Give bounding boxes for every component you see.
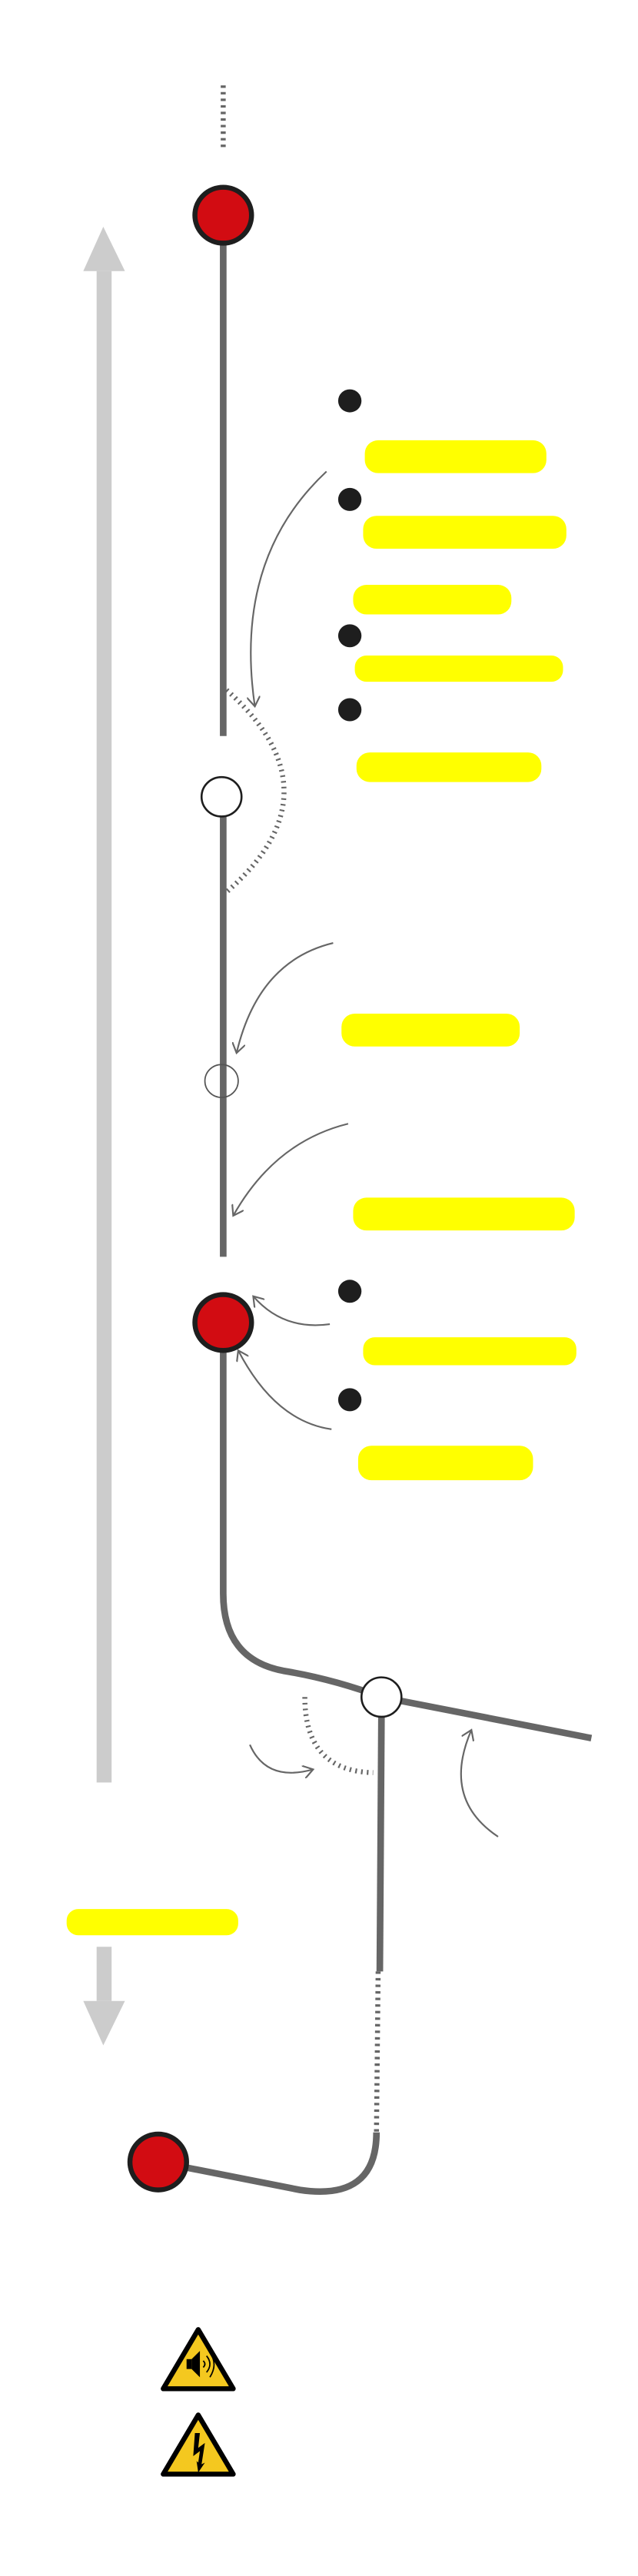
redacted-label [354,655,563,682]
arrow [233,1123,349,1216]
redacted-label [66,1909,238,1936]
redacted-label [353,585,512,615]
redacted-label [363,516,567,549]
redacted-label [364,440,547,473]
station-red [192,184,254,246]
track-segment [220,1350,383,1701]
track-dashed [374,1971,381,2133]
bullet [337,487,362,511]
track-segment [158,2132,380,2196]
station-hollow-small [204,1064,239,1098]
station-hollow [200,775,243,818]
bullet [337,698,362,722]
junction-hollow [360,1676,403,1718]
dashed-arc [224,688,287,895]
bullet [337,1280,362,1303]
station-red [127,2131,189,2193]
bullet [337,1388,362,1412]
arrow [460,1730,499,1837]
arrow [238,1350,332,1430]
warning-electricity-icon [161,2412,236,2477]
arrow [249,1744,313,1772]
direction-arrow [83,227,125,2046]
track-segment [376,1716,385,1972]
warning-noise-icon [161,2327,236,2392]
redacted-label [357,1446,533,1481]
bullet [337,389,362,413]
station-red [192,1292,254,1353]
dashed-arc [302,1697,374,1775]
arrow [253,1296,331,1326]
track-branch [380,1694,593,1741]
redacted-label [356,752,542,782]
arrow [251,470,327,707]
redacted-label [341,1013,520,1047]
redacted-label [363,1337,577,1366]
arrow [237,942,334,1053]
bullet [337,624,362,648]
redacted-label [353,1197,575,1231]
